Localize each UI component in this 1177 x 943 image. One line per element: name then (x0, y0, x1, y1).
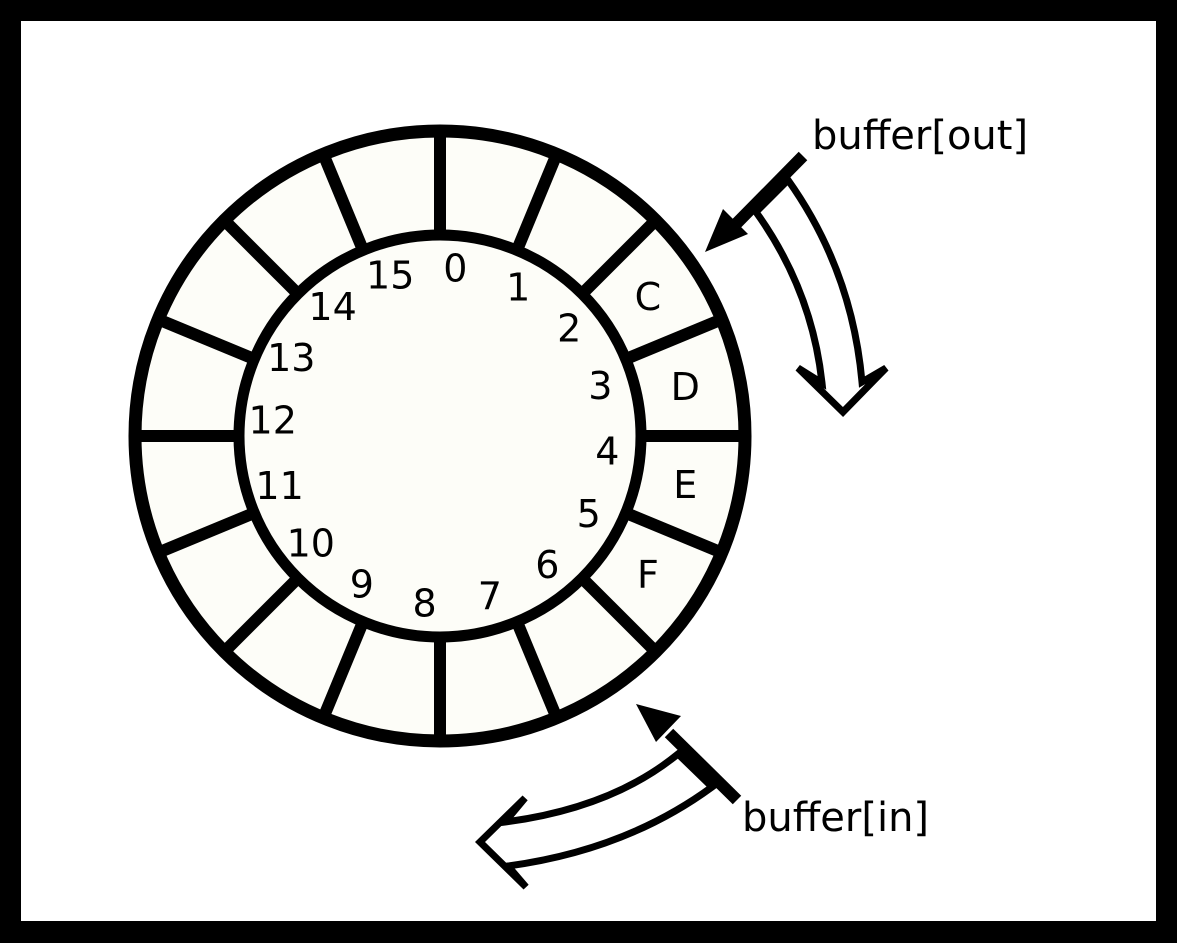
slot-index-label: 10 (287, 521, 335, 565)
slot-index-label: 9 (350, 563, 374, 607)
slot-cell-value: C (635, 275, 662, 319)
in-advance-arrow (474, 749, 718, 890)
slot-divider (155, 313, 257, 365)
in-pointer-shaft (664, 728, 742, 805)
slot-divider (155, 507, 257, 559)
slot-divider (511, 151, 563, 253)
in-pointer-arrowhead (636, 704, 681, 742)
out-pointer: buffer[out] (705, 113, 1028, 252)
ring-inner-edge (233, 229, 647, 643)
slot-cell-value: F (637, 553, 659, 597)
slot-index-label: 0 (443, 247, 467, 291)
slot-divider (220, 216, 303, 299)
slot-index-label: 13 (267, 336, 315, 380)
slot-index-label: 14 (308, 285, 356, 329)
slot-divider (577, 573, 660, 656)
slot-divider (317, 619, 369, 721)
slot-divider (511, 619, 563, 721)
slot-index-label: 2 (557, 307, 581, 351)
slot-index-label: 1 (506, 265, 530, 309)
slot-divider (220, 573, 303, 656)
slot-divider (623, 313, 725, 365)
slot-index-label: 12 (249, 399, 297, 443)
slot-index-label: 11 (255, 464, 303, 508)
slot-divider (317, 151, 369, 253)
in-pointer-label: buffer[in] (742, 795, 929, 841)
slot-divider (577, 216, 660, 299)
slot-cell-value: D (671, 365, 700, 409)
slot-index-label: 8 (413, 581, 437, 625)
slot-divider (623, 507, 725, 559)
slot-cell-value: E (673, 463, 697, 507)
in-pointer: buffer[in] (636, 704, 929, 841)
out-pointer-shaft (731, 151, 808, 229)
out-advance-arrow (751, 174, 889, 417)
slot-index-label: 5 (577, 492, 601, 536)
slot-index-label: 6 (535, 543, 559, 587)
slot-index-label: 3 (588, 364, 612, 408)
slot-dividers (135, 131, 745, 741)
slot-index-label: 15 (366, 254, 414, 298)
slot-index-label: 4 (595, 429, 619, 473)
out-pointer-arrowhead (705, 209, 748, 252)
slot-index-label: 7 (478, 574, 502, 618)
slot-cell-contents: C D E F (635, 275, 700, 597)
out-pointer-label: buffer[out] (812, 113, 1028, 159)
